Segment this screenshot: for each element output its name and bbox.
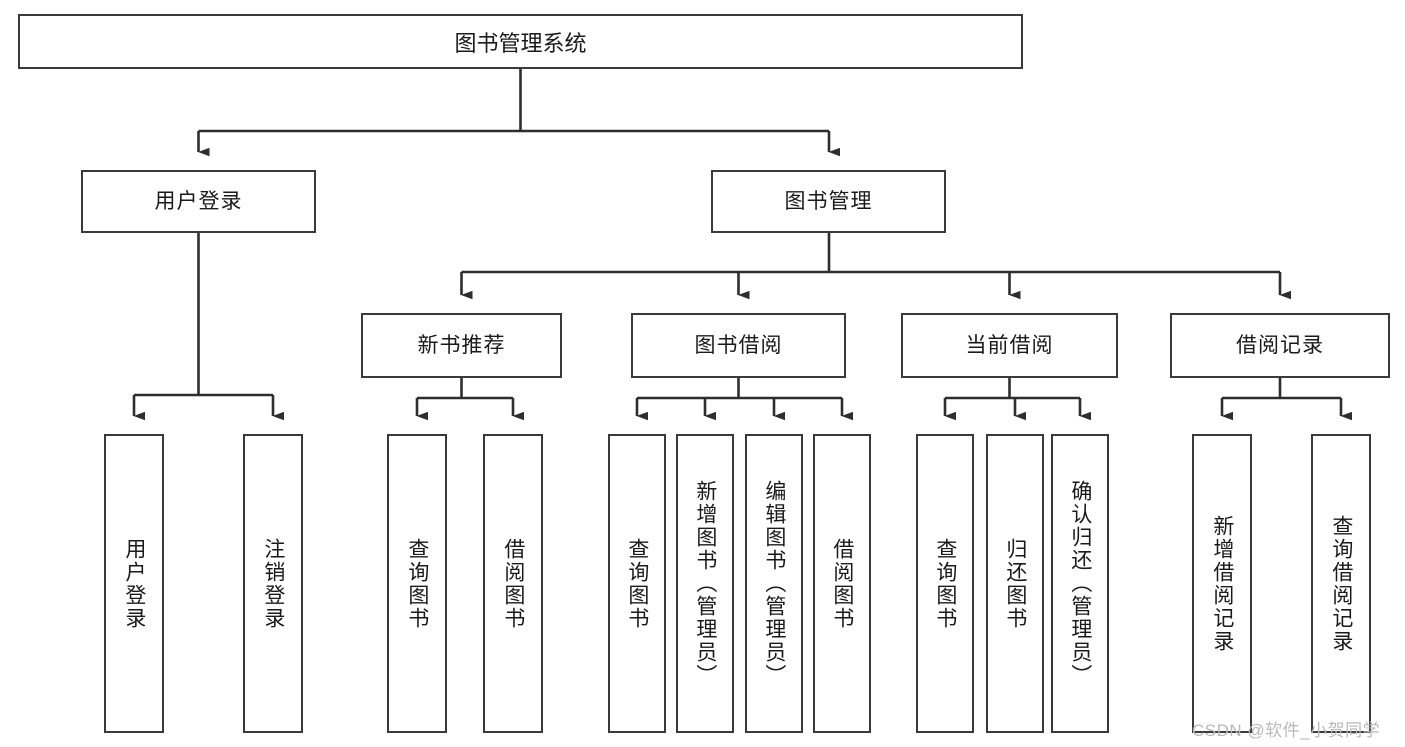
node-book-borrow[interactable]: 图书借阅 [631, 313, 846, 378]
node-user-login[interactable]: 用户登录 [81, 170, 316, 233]
leaf-logout-label: 注销登录 [261, 537, 285, 630]
node-borrow-record[interactable]: 借阅记录 [1170, 313, 1390, 378]
leaf-user-login-label: 用户登录 [122, 537, 146, 630]
leaf-add-record-label: 新增借阅记录 [1210, 514, 1234, 653]
leaf-user-login[interactable]: 用户登录 [104, 434, 164, 733]
node-book-borrow-label: 图书借阅 [694, 333, 783, 357]
node-book-manage[interactable]: 图书管理 [711, 170, 946, 233]
leaf-query-book-3[interactable]: 查询图书 [916, 434, 974, 733]
leaf-borrow-book-1[interactable]: 借阅图书 [483, 434, 543, 733]
node-book-manage-label: 图书管理 [784, 189, 873, 213]
leaf-edit-book-label: 编辑图书（管理员） [762, 480, 786, 687]
leaf-query-record-label: 查询借阅记录 [1329, 514, 1353, 653]
node-current-borrow-label: 当前借阅 [965, 333, 1054, 357]
node-new-book-rec[interactable]: 新书推荐 [361, 313, 562, 378]
leaf-query-book-2[interactable]: 查询图书 [608, 434, 666, 733]
leaf-borrow-book-2-label: 借阅图书 [830, 537, 854, 630]
leaf-query-book-1-label: 查询图书 [405, 537, 429, 630]
leaf-query-book-3-label: 查询图书 [933, 537, 957, 630]
leaf-borrow-book-1-label: 借阅图书 [501, 537, 525, 630]
leaf-borrow-book-2[interactable]: 借阅图书 [813, 434, 871, 733]
leaf-add-book[interactable]: 新增图书（管理员） [676, 434, 734, 733]
leaf-query-book-1[interactable]: 查询图书 [387, 434, 447, 733]
watermark: CSDN @软件_小贺同学 [1192, 721, 1381, 740]
node-user-login-label: 用户登录 [154, 189, 243, 213]
leaf-logout[interactable]: 注销登录 [243, 434, 303, 733]
leaf-query-record[interactable]: 查询借阅记录 [1311, 434, 1371, 733]
leaf-add-record[interactable]: 新增借阅记录 [1192, 434, 1252, 733]
leaf-confirm-return[interactable]: 确认归还（管理员） [1051, 434, 1109, 733]
node-root-label: 图书管理系统 [454, 30, 587, 56]
leaf-confirm-return-label: 确认归还（管理员） [1068, 480, 1092, 687]
leaf-edit-book[interactable]: 编辑图书（管理员） [745, 434, 803, 733]
leaf-query-book-2-label: 查询图书 [625, 537, 649, 630]
leaf-return-book[interactable]: 归还图书 [986, 434, 1044, 733]
leaf-add-book-label: 新增图书（管理员） [693, 480, 717, 687]
node-root[interactable]: 图书管理系统 [18, 14, 1023, 69]
leaf-return-book-label: 归还图书 [1003, 537, 1027, 630]
node-borrow-record-label: 借阅记录 [1236, 333, 1324, 357]
node-current-borrow[interactable]: 当前借阅 [901, 313, 1118, 378]
node-new-book-rec-label: 新书推荐 [417, 333, 506, 357]
